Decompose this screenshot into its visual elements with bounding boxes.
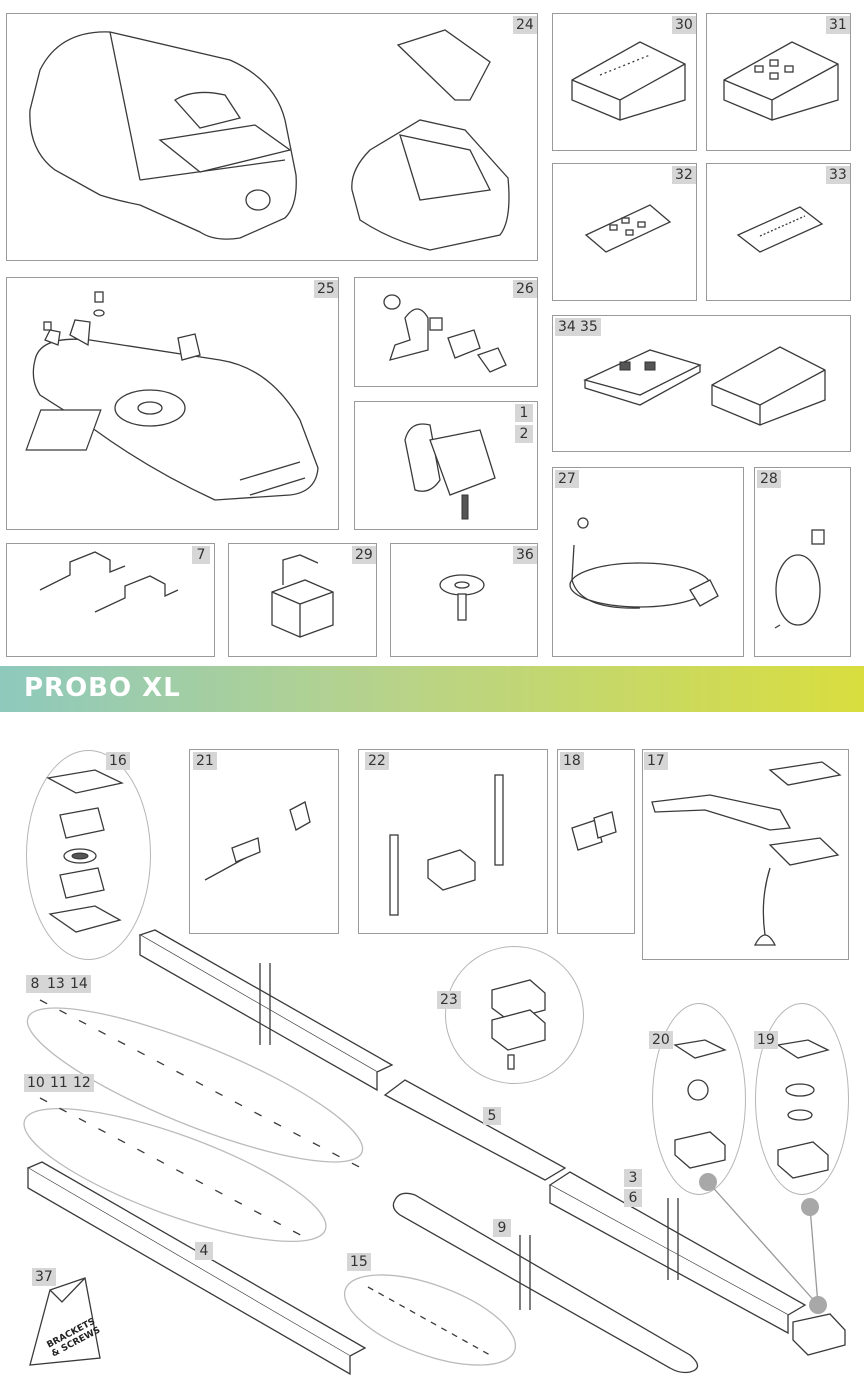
gear-art bbox=[439, 574, 485, 621]
belt-9-art bbox=[392, 1192, 699, 1374]
part-label-2: 2 bbox=[515, 425, 533, 443]
part-label-25: 25 bbox=[314, 280, 338, 298]
part-label-32: 32 bbox=[672, 166, 696, 184]
part-label-1: 1 bbox=[515, 404, 533, 422]
part-label-35: 35 bbox=[577, 318, 601, 336]
part-label-28: 28 bbox=[757, 470, 781, 488]
oval-20 bbox=[652, 1003, 746, 1195]
part-label-6: 6 bbox=[624, 1189, 642, 1207]
connector-dot-20 bbox=[699, 1173, 717, 1191]
control-box-art bbox=[571, 41, 839, 121]
membrane-art bbox=[584, 204, 824, 253]
part-label-34: 34 bbox=[555, 318, 579, 336]
part-label-9: 9 bbox=[493, 1219, 511, 1237]
part-label-16: 16 bbox=[106, 752, 130, 770]
cable-28-art bbox=[774, 529, 825, 629]
part-label-3: 3 bbox=[624, 1169, 642, 1187]
part-label-13: 13 bbox=[44, 975, 68, 993]
panel-27-power-cable bbox=[552, 467, 744, 657]
connector-dot-end bbox=[809, 1296, 827, 1314]
part-label-7: 7 bbox=[192, 546, 210, 564]
oval-23 bbox=[445, 946, 584, 1084]
panel-1-2-motor bbox=[354, 401, 538, 530]
part-label-12: 12 bbox=[70, 1074, 94, 1092]
brackets-22-art bbox=[389, 774, 504, 916]
product-banner: PROBO XL bbox=[0, 666, 864, 712]
part-label-15: 15 bbox=[347, 1253, 371, 1271]
part-label-21: 21 bbox=[193, 752, 217, 770]
swing-arm-17-art bbox=[651, 761, 842, 946]
part-label-31: 31 bbox=[826, 16, 850, 34]
control-board-art bbox=[583, 346, 826, 426]
base-plate-art bbox=[25, 291, 319, 501]
bracket-18-art bbox=[571, 811, 617, 851]
end-block-art bbox=[792, 1313, 846, 1356]
part-label-36: 36 bbox=[513, 546, 537, 564]
part-label-11: 11 bbox=[47, 1074, 71, 1092]
oval-19 bbox=[755, 1003, 849, 1195]
part-label-24: 24 bbox=[513, 16, 537, 34]
part-label-14: 14 bbox=[67, 975, 91, 993]
part-label-4: 4 bbox=[195, 1242, 213, 1260]
mounting-brackets-art bbox=[39, 551, 179, 613]
part-label-22: 22 bbox=[365, 752, 389, 770]
fixing-kit-21-art bbox=[204, 801, 311, 881]
motor-art bbox=[404, 423, 496, 520]
panel-26-limit-parts bbox=[354, 277, 538, 387]
pulley-assembly-16-art bbox=[46, 769, 124, 933]
part-label-19: 19 bbox=[754, 1031, 778, 1049]
banner-title: PROBO XL bbox=[24, 673, 181, 703]
spindle-parts-art bbox=[39, 999, 491, 1356]
part-label-29: 29 bbox=[352, 546, 376, 564]
oval-16 bbox=[26, 750, 151, 960]
part-label-8: 8 bbox=[26, 975, 44, 993]
part-label-20: 20 bbox=[649, 1031, 673, 1049]
carriage-23-art bbox=[491, 979, 546, 1070]
end-assembly-19-art bbox=[776, 1039, 830, 1179]
part-label-18: 18 bbox=[560, 752, 584, 770]
part-label-23: 23 bbox=[437, 991, 461, 1009]
panel-28-cable bbox=[754, 467, 851, 657]
part-label-30: 30 bbox=[672, 16, 696, 34]
connector-dot-19 bbox=[801, 1198, 819, 1216]
limit-switch-parts-art bbox=[383, 294, 507, 373]
end-assembly-20-art bbox=[673, 1039, 727, 1169]
rail-sections-art bbox=[26, 929, 807, 1376]
housing-cover-art bbox=[29, 29, 510, 251]
part-label-10: 10 bbox=[24, 1074, 48, 1092]
part-label-33: 33 bbox=[826, 166, 850, 184]
power-cable-art bbox=[569, 517, 719, 609]
part-label-26: 26 bbox=[513, 280, 537, 298]
part-label-37: 37 bbox=[32, 1268, 56, 1286]
transformer-art bbox=[271, 554, 334, 638]
part-label-27: 27 bbox=[555, 470, 579, 488]
panel-21-fixing-kit bbox=[189, 749, 339, 934]
part-label-5: 5 bbox=[483, 1107, 501, 1125]
part-label-17: 17 bbox=[644, 752, 668, 770]
